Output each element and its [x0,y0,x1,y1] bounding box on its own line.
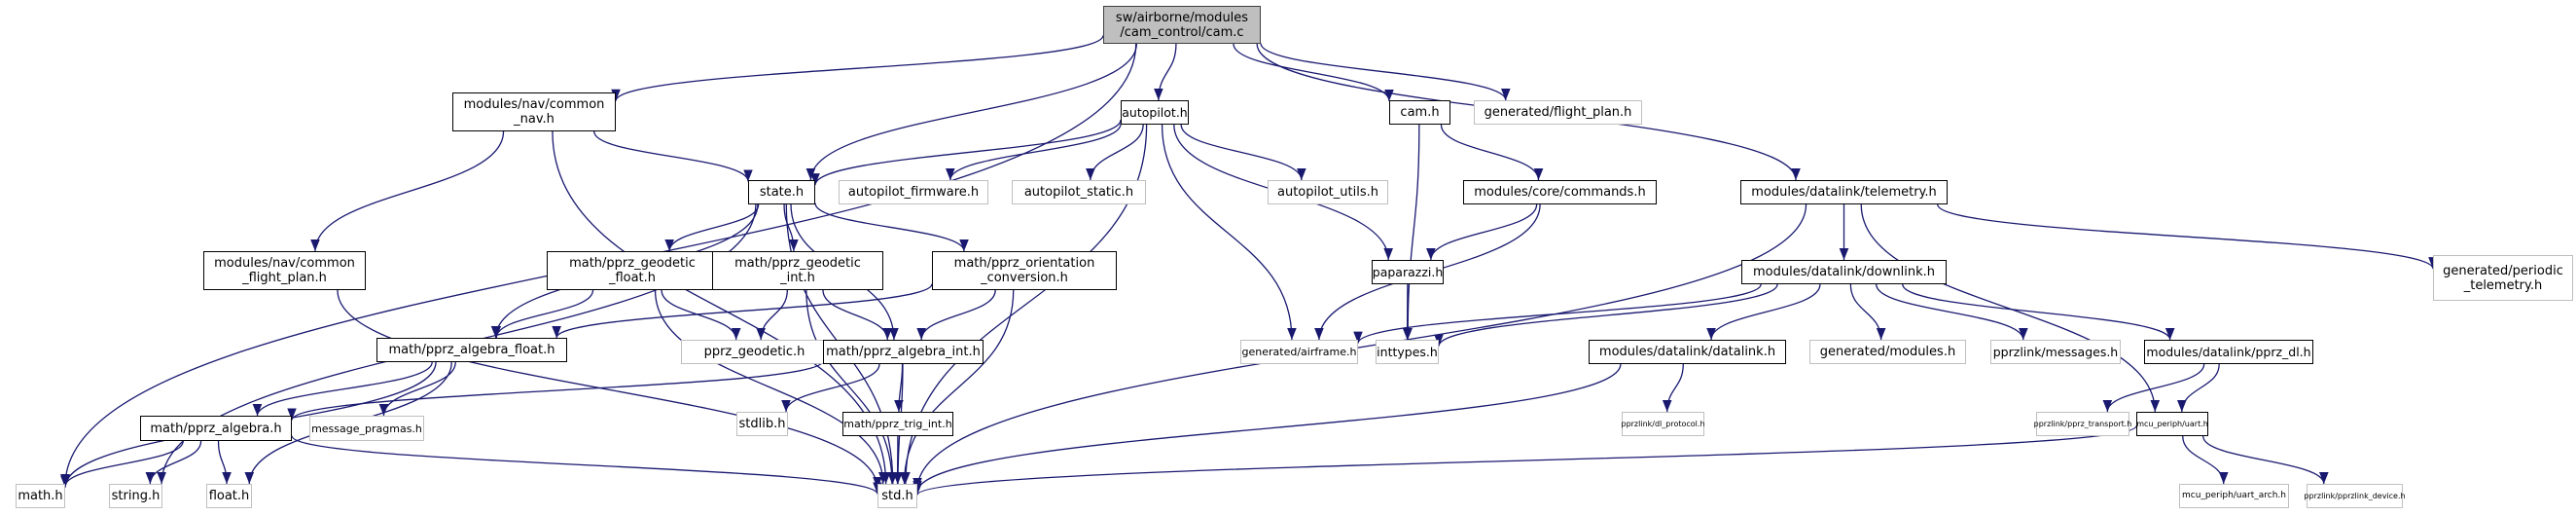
edge-downlink-to-messages [1876,283,2028,341]
edge-algebra-to-std [291,435,882,496]
node-dl-protocol: pprzlink/dl_protocol.h [1621,412,1705,436]
edge-uart-to-pprzlink-device [2202,435,2329,485]
node-downlink[interactable]: modules/datalink/downlink.h [1741,260,1947,284]
node-uart-arch: mcu_periph/uart_arch.h [2179,484,2289,508]
edge-autopilot-to-autopilot-static [1086,124,1144,181]
edge-pprz-dl-to-uart [2177,363,2220,413]
edge-geodetic-int-to-pprz-geodetic [756,289,788,341]
edge-root-to-autopilot [1154,43,1177,101]
edge-root-to-state [805,43,1137,181]
edge-state-to-geodetic-int [783,203,799,252]
edge-root-to-flight-plan [1260,43,1511,101]
node-algebra-int[interactable]: math/pprz_algebra_int.h [823,340,984,364]
node-float: float.h [206,484,252,508]
edge-algebra-to-float [217,440,232,485]
edge-orientation-to-algebra-int [916,289,996,341]
edge-orientation-to-std [899,289,1015,485]
edge-orientation-to-algebra-float [552,283,933,339]
node-pprzlink-device: pprzlink/pprzlink_device.h [2304,484,2406,508]
edge-algebra-float-to-message-pragmas [378,361,456,417]
edge-datalink-to-dl-protocol [1662,363,1684,413]
edge-autopilot-to-autopilot-firmware [946,123,1122,181]
node-messages: pprzlink/messages.h [1990,340,2121,364]
node-inttypes: inttypes.h [1376,340,1439,364]
node-root: sw/airborne/modules /cam_control/cam.c [1103,6,1261,44]
node-commands[interactable]: modules/core/commands.h [1463,180,1657,204]
edge-state-to-orientation [814,202,969,252]
node-orientation[interactable]: math/pprz_orientation _conversion.h [932,251,1117,290]
edge-geodetic-float-to-std [654,289,888,485]
edge-datalink-to-std [912,363,1622,493]
node-std: std.h [877,484,917,508]
node-common-flight-plan[interactable]: modules/nav/common _flight_plan.h [203,251,366,290]
node-algebra[interactable]: math/pprz_algebra.h [140,416,292,441]
edge-algebra-to-string [145,440,202,485]
edge-uart-to-std [912,425,2137,496]
edge-geodetic-int-to-algebra-int [822,289,893,341]
node-airframe: generated/airframe.h [1240,340,1358,364]
edge-downlink-to-gen-modules [1849,283,1886,341]
edge-algebra-int-to-stdlib [781,363,880,413]
node-pprz-dl[interactable]: modules/datalink/pprz_dl.h [2144,340,2313,364]
node-autopilot-firmware: autopilot_firmware.h [839,180,988,204]
node-paparazzi[interactable]: paparazzi.h [1372,260,1444,284]
edge-telemetry-to-std [912,203,1807,490]
edge-geodetic-float-to-pprz-geodetic [661,289,741,341]
edge-commands-to-paparazzi [1426,203,1538,261]
edge-uart-to-uart-arch [2182,435,2229,485]
node-telemetry[interactable]: modules/datalink/telemetry.h [1740,180,1948,204]
edge-autopilot-to-autopilot-utils [1180,124,1306,181]
node-string: string.h [109,484,162,508]
edge-autopilot-to-state [810,119,1122,186]
node-gen-modules: generated/modules.h [1809,340,1966,364]
node-common-nav[interactable]: modules/nav/common _nav.h [452,92,616,131]
node-periodic-telemetry: generated/periodic _telemetry.h [2433,255,2573,301]
node-math: math.h [16,484,65,508]
node-algebra-float[interactable]: math/pprz_algebra_float.h [376,338,567,362]
edge-downlink-to-inttypes [1434,283,1778,347]
edge-telemetry-to-periodic-telemetry [1937,203,2438,270]
edge-downlink-to-pprz-dl [1902,283,2175,341]
edge-algebra-float-to-algebra [252,361,433,417]
edge-root-to-common-nav [611,35,1104,101]
edge-geodetic-int-to-std [805,289,897,485]
edge-autopilot-to-airframe [1161,124,1297,341]
edge-geodetic-float-to-algebra-float [491,289,594,339]
edge-common-nav-to-state [593,130,753,182]
node-geodetic-int[interactable]: math/pprz_geodetic _int.h [712,251,883,290]
edge-downlink-to-datalink [1706,283,1821,341]
node-pprz-transport: pprzlink/pprz_transport.h [2034,412,2131,436]
node-autopilot-static: autopilot_static.h [1012,180,1146,204]
node-stdlib: stdlib.h [736,412,788,436]
edge-downlink-to-airframe [1353,283,1762,344]
node-uart[interactable]: mcu_periph/uart.h [2136,412,2208,436]
edge-root-to-cam [1233,43,1394,102]
edge-common-nav-to-common-flight-plan [310,130,505,252]
node-message-pragmas: message_pragmas.h [309,416,424,441]
node-autopilot[interactable]: autopilot.h [1121,100,1189,125]
edge-cam-to-inttypes [1403,124,1420,341]
edge-algebra-to-math [60,440,184,487]
edge-pprz-dl-to-pprz-transport [2102,363,2205,413]
node-geodetic-float[interactable]: math/pprz_geodetic _float.h [547,251,718,290]
edge-algebra-int-to-algebra [287,360,824,421]
edge-cam-to-commands [1440,124,1544,181]
edge-common-flight-plan-to-std [337,289,882,489]
node-cam[interactable]: cam.h [1389,100,1450,125]
node-state[interactable]: state.h [748,180,815,204]
node-flight-plan: generated/flight_plan.h [1474,100,1642,125]
node-trig-int[interactable]: math/pprz_trig_int.h [842,412,953,436]
edge-telemetry-to-uart [1860,203,2161,413]
node-datalink[interactable]: modules/datalink/datalink.h [1589,340,1786,364]
node-pprz-geodetic: pprz_geodetic.h [681,340,828,364]
node-autopilot-utils: autopilot_utils.h [1268,180,1388,204]
